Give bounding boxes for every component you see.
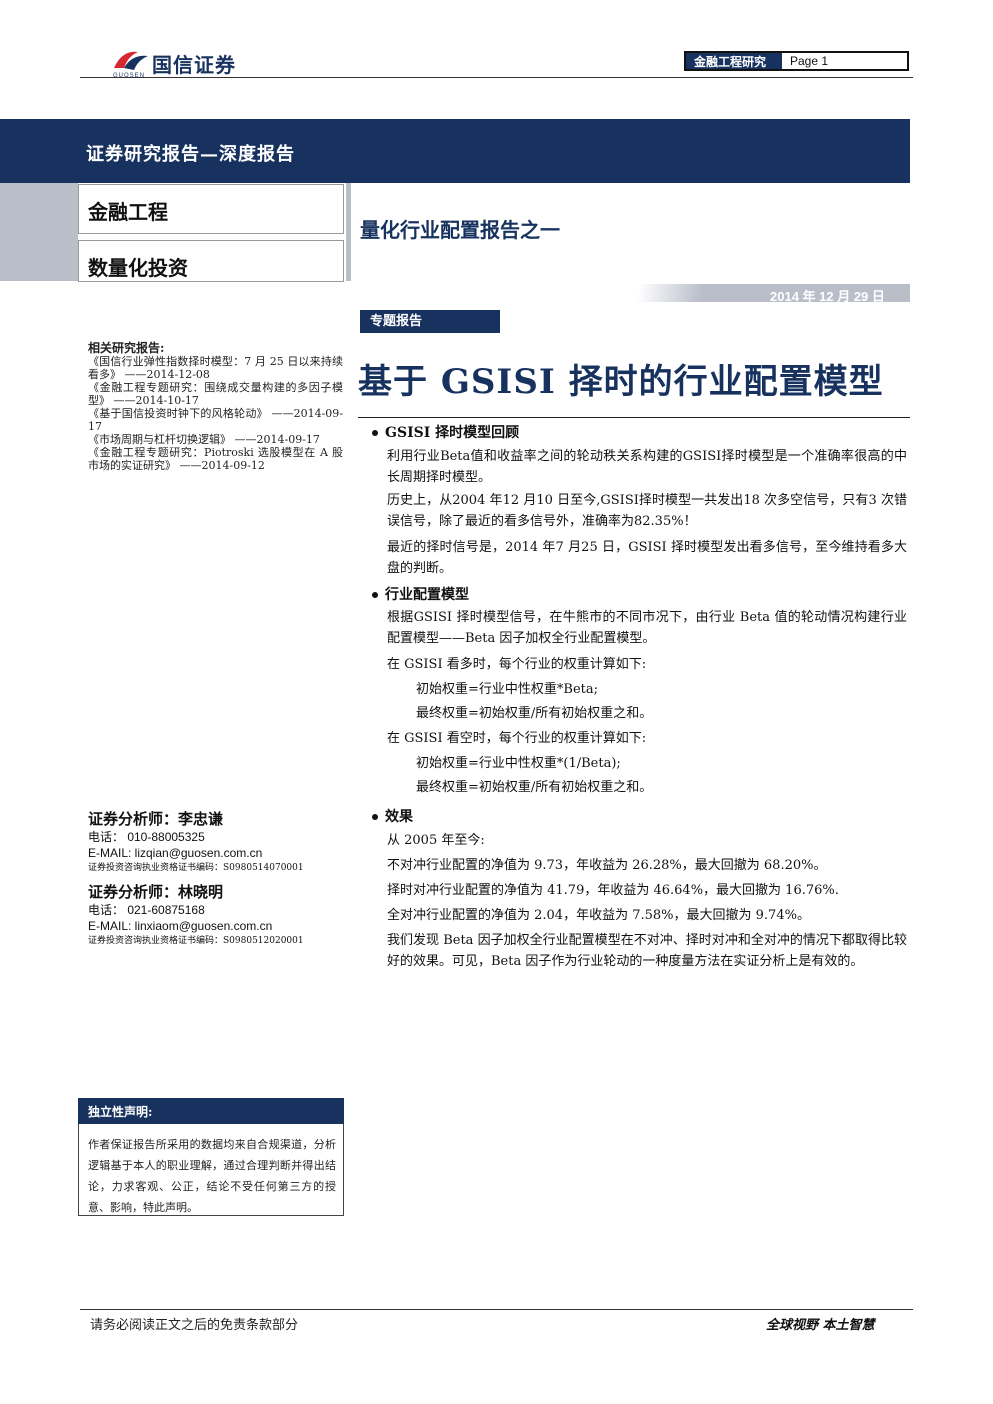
report-banner — [0, 119, 910, 183]
analyst-cert: 证券投资咨询执业资格证书编码：S0980512020001 — [88, 936, 304, 946]
series-title: 量化行业配置报告之一 — [360, 218, 560, 242]
headline-rule — [358, 417, 910, 418]
paragraph: 根据GSISI 择时模型信号，在牛熊市的不同市况下，由行业 Beta 值的轮动情… — [387, 610, 907, 646]
logo-subtext: GUOSEN — [113, 73, 146, 79]
analyst-name: 证券分析师：林晓明 — [88, 883, 224, 901]
section-heading-3: 效果 — [372, 806, 413, 826]
analyst-2: 证券分析师：林晓明 电话： 021-60875168 E-MAIL: linxi… — [88, 881, 343, 948]
related-reports: 相关研究报告: 《国信行业弹性指数择时模型：7 月 25 日以来持续看多》 ——… — [88, 341, 343, 473]
related-item: 《金融工程专题研究：围绕成交量构建的多因子模型》 ——2014-10-17 — [88, 381, 343, 407]
analyst-phone: 电话： 021-60875168 — [88, 903, 205, 917]
field-box-1 — [78, 184, 344, 234]
bullet-icon — [372, 592, 378, 598]
page-indicator: 金融工程研究 Page 1 — [684, 51, 909, 71]
result-line: 不对冲行业配置的净值为 9.73，年收益为 26.28%，最大回撤为 68.20… — [387, 858, 827, 873]
footer-slogan: 全球视野 本土智慧 — [766, 1318, 875, 1333]
analyst-name: 证券分析师：李忠谦 — [88, 810, 224, 828]
result-line: 择时对冲行业配置的净值为 41.79，年收益为 46.64%，最大回撤为 16.… — [387, 883, 839, 898]
paragraph: 从 2005 年至今: — [387, 833, 485, 848]
paragraph: 利用行业Beta值和收益率之间的轮动秩关系构建的GSISI择时模型是一个准确率很… — [387, 449, 907, 485]
left-shade — [0, 183, 78, 281]
field-box-2 — [78, 240, 344, 282]
field-label-2: 数量化投资 — [88, 256, 188, 280]
related-item: 《基于国信投资时钟下的风格轮动》 ——2014-09-17 — [88, 407, 343, 433]
report-category: 金融工程研究 — [686, 53, 782, 69]
analyst-cert: 证券投资咨询执业资格证书编码：S0980514070001 — [88, 863, 304, 873]
logo-text: 国信证券 — [152, 53, 236, 77]
bullet-icon — [372, 814, 378, 820]
report-date: 2014 年 12 月 29 日 — [770, 289, 885, 304]
report-tag: 专题报告 — [360, 310, 500, 333]
section-heading-1: GSISI 择时模型回顾 — [372, 422, 519, 442]
footer-disclaimer-note: 请务必阅读正文之后的免责条款部分 — [90, 1318, 299, 1333]
header-rule — [80, 77, 913, 78]
divider-bar — [346, 183, 351, 281]
page-title: 基于 GSISI 择时的行业配置模型 — [358, 362, 884, 402]
footer-rule — [80, 1309, 913, 1310]
formula: 初始权重=行业中性权重*(1/Beta); — [416, 756, 621, 771]
section-heading-2: 行业配置模型 — [372, 584, 469, 604]
analyst-email: E-MAIL: linxiaom@guosen.com.cn — [88, 919, 273, 933]
independence-statement-header — [78, 1098, 344, 1124]
related-heading: 相关研究报告: — [88, 341, 165, 355]
independence-statement-title: 独立性声明: — [88, 1105, 153, 1119]
page-number: Page 1 — [790, 54, 829, 68]
result-line: 全对冲行业配置的净值为 2.04，年收益为 7.58%，最大回撤为 9.74%。 — [387, 908, 810, 923]
report-type-title: 证券研究报告—深度报告 — [86, 144, 295, 165]
field-label-1: 金融工程 — [88, 200, 168, 224]
independence-statement-body: 作者保证报告所采用的数据均来自合规渠道，分析逻辑基于本人的职业理解，通过合理判断… — [88, 1138, 336, 1214]
paragraph: 历史上，从2004 年12 月10 日至今,GSISI择时模型一共发出18 次多… — [387, 493, 907, 529]
paragraph: 我们发现 Beta 因子加权全行业配置模型在不对冲、择时对冲和全对冲的情况下都取… — [387, 933, 907, 969]
paragraph: 最近的择时信号是，2014 年7 月25 日，GSISI 择时模型发出看多信号，… — [387, 540, 907, 576]
related-item: 《金融工程专题研究：Piotroski 选股模型在 A 股市场的实证研究》 ——… — [88, 446, 343, 472]
paragraph: 在 GSISI 看多时，每个行业的权重计算如下: — [387, 657, 647, 672]
date-bar — [0, 284, 910, 302]
formula: 初始权重=行业中性权重*Beta; — [416, 682, 598, 697]
guosen-logo-icon — [114, 51, 148, 70]
paragraph: 在 GSISI 看空时，每个行业的权重计算如下: — [387, 731, 647, 746]
analyst-email: E-MAIL: lizqian@guosen.com.cn — [88, 846, 263, 860]
related-item: 《国信行业弹性指数择时模型：7 月 25 日以来持续看多》 ——2014-12-… — [88, 355, 343, 381]
bullet-icon — [372, 430, 378, 436]
formula: 最终权重=初始权重/所有初始权重之和。 — [416, 780, 653, 795]
analyst-phone: 电话： 010-88005325 — [88, 830, 205, 844]
analyst-1: 证券分析师：李忠谦 电话： 010-88005325 E-MAIL: lizqi… — [88, 808, 343, 875]
formula: 最终权重=初始权重/所有初始权重之和。 — [416, 706, 653, 721]
related-item: 《市场周期与杠杆切换逻辑》 ——2014-09-17 — [88, 433, 320, 446]
